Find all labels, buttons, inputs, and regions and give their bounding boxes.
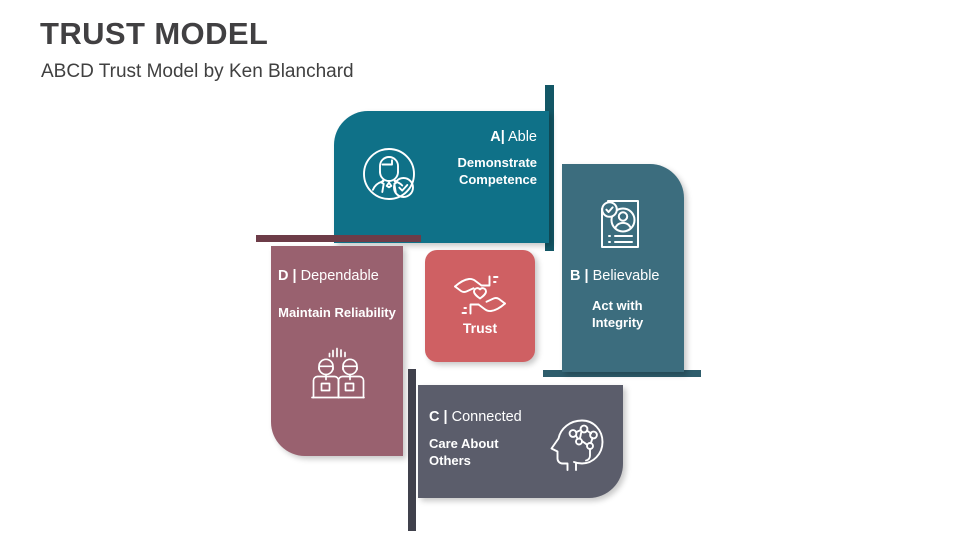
card-able-subtitle: Demonstrate Competence [457,155,537,188]
page-title: TRUST MODEL [40,16,269,51]
person-check-icon [358,142,426,210]
card-believable-letter: B | [570,268,589,284]
head-network-icon [546,415,608,473]
card-connected-letter: C | [429,409,448,425]
card-dependable[interactable]: D | Dependable Maintain Reliability [271,246,403,456]
card-able-heading: A| Able [490,129,537,146]
card-believable[interactable]: B | Believable Act with Integrity [562,164,684,372]
card-connected-heading: C | Connected [429,409,522,426]
card-believable-subtitle: Act with Integrity [592,298,644,331]
card-trust-center[interactable]: Trust [425,250,535,362]
card-connected[interactable]: C | Connected Care About Others [418,385,623,498]
card-able[interactable]: A| Able Demonstrate Competence [334,111,549,243]
document-person-check-icon [596,196,644,252]
accent-bar-dependable [256,235,421,242]
two-people-icon [311,347,365,401]
trust-label: Trust [462,320,498,336]
accent-bar-believable [543,370,701,377]
card-connected-subtitle: Care About Others [429,436,499,469]
card-dependable-name: Dependable [296,268,379,284]
card-dependable-subtitle: Maintain Reliability [278,305,396,320]
page-subtitle: ABCD Trust Model by Ken Blanchard [41,61,354,82]
card-dependable-heading: D | Dependable [278,268,379,285]
accent-bar-connected [408,369,416,531]
card-dependable-letter: D | [278,268,297,284]
card-able-letter: A| [490,129,505,145]
hands-heart-icon [453,272,507,318]
accent-bar-able [545,85,554,251]
card-able-name: Able [504,129,537,145]
card-believable-heading: B | Believable [570,268,660,285]
card-believable-name: Believable [588,268,660,284]
card-connected-name: Connected [447,409,522,425]
